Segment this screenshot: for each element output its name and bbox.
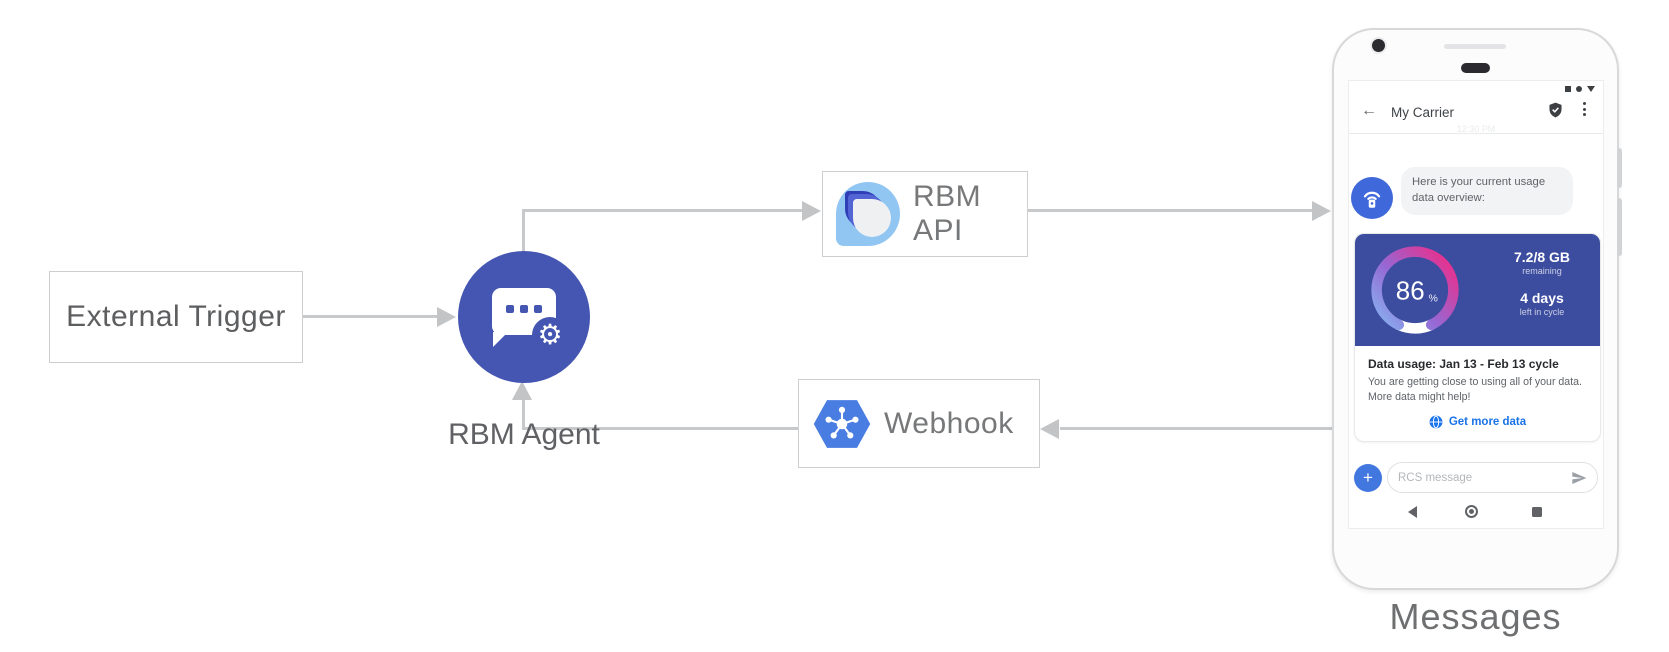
status-bar-icons [1565,86,1595,92]
messages-caption: Messages [1389,596,1562,637]
usage-panel: 86 % 7.2/8 GB remaining 4 days left in c… [1355,234,1600,346]
back-arrow-icon[interactable]: ← [1361,102,1377,119]
webhook-hexagon-icon [813,399,871,448]
volume-button [1617,198,1622,256]
front-camera [1372,39,1385,52]
timestamp: 12:30 PM [1456,124,1496,134]
usage-card-body-line2: More data might help! [1368,391,1471,404]
network-icon [1587,86,1595,92]
rbm-api-label: RBM API [913,180,982,247]
verified-shield-icon [1549,102,1562,118]
usage-card-body-line1: You are getting close to using all of yo… [1368,376,1582,388]
android-back-button[interactable] [1408,506,1417,518]
connector-api-to-phone [1028,209,1314,212]
chat-bubble-icon [492,288,556,347]
arrowhead-into-webhook [1040,419,1059,439]
get-more-data-label: Get more data [1448,415,1527,428]
earpiece-slot [1444,44,1506,49]
gear-icon: ⚙ [532,317,568,353]
arrowhead-into-phone [1312,201,1331,221]
phone-screen: ← My Carrier 12:30 PM Here is your curre… [1348,80,1604,529]
external-trigger-label: External Trigger [66,300,286,333]
conversation-title: My Carrier [1391,105,1454,120]
data-remaining-value: 7.2/8 GB [1513,249,1571,265]
connector-webhook-left [524,427,798,430]
agent-avatar [1351,177,1393,219]
usage-card: 86 % 7.2/8 GB remaining 4 days left in c… [1354,233,1601,442]
cycle-days-label: left in cycle [1519,307,1565,317]
webhook-box: Webhook [798,379,1040,468]
overflow-menu-icon[interactable] [1583,102,1586,116]
power-button [1617,148,1622,188]
cycle-days-value: 4 days [1520,290,1564,306]
connector-phone-to-webhook [1060,427,1332,430]
agent-message-line1: Here is your current usage [1412,176,1546,188]
send-icon[interactable] [1571,470,1587,486]
android-home-button[interactable] [1465,505,1478,518]
usage-card-heading: Data usage: Jan 13 - Feb 13 cycle [1368,357,1559,371]
globe-icon [1429,415,1443,429]
data-remaining-label: remaining [1522,266,1562,276]
webhook-label: Webhook [884,406,1014,440]
agent-message-bubble: Here is your current usage data overview… [1401,167,1573,215]
android-recents-button[interactable] [1532,507,1542,517]
external-trigger-box: External Trigger [49,271,303,363]
attach-plus-button[interactable]: + [1354,464,1382,492]
rbm-agent-node: ⚙ [458,251,590,383]
rcs-message-input[interactable] [1398,471,1571,484]
header-divider [1349,133,1603,134]
usage-percent-value: 86 [1396,278,1425,306]
get-more-data-button[interactable]: Get more data [1368,415,1587,429]
connector-agent-to-api [522,209,804,212]
usage-gauge: 86 % [1371,246,1459,334]
connector-trigger-to-agent [303,315,439,318]
rbm-api-box: RBM API [822,171,1028,257]
usage-percent-unit: % [1428,293,1437,305]
plus-icon: + [1363,468,1373,487]
speaker [1461,63,1490,73]
battery-icon [1576,86,1582,92]
agent-message-line2: data overview: [1412,191,1485,204]
message-input-pill [1387,462,1598,493]
rbm-api-logo-icon [836,182,900,246]
carrier-antenna-icon [1363,191,1381,208]
connector-webhook-up [522,399,525,430]
signal-icon [1565,86,1571,92]
phone-mockup: ← My Carrier 12:30 PM Here is your curre… [1332,28,1622,590]
rbm-agent-label: RBM Agent [448,418,600,451]
arrowhead-into-agent [437,307,456,327]
arrowhead-into-agent-bottom [512,381,532,400]
arrowhead-into-api [802,201,821,221]
connector-agent-up [522,209,525,253]
